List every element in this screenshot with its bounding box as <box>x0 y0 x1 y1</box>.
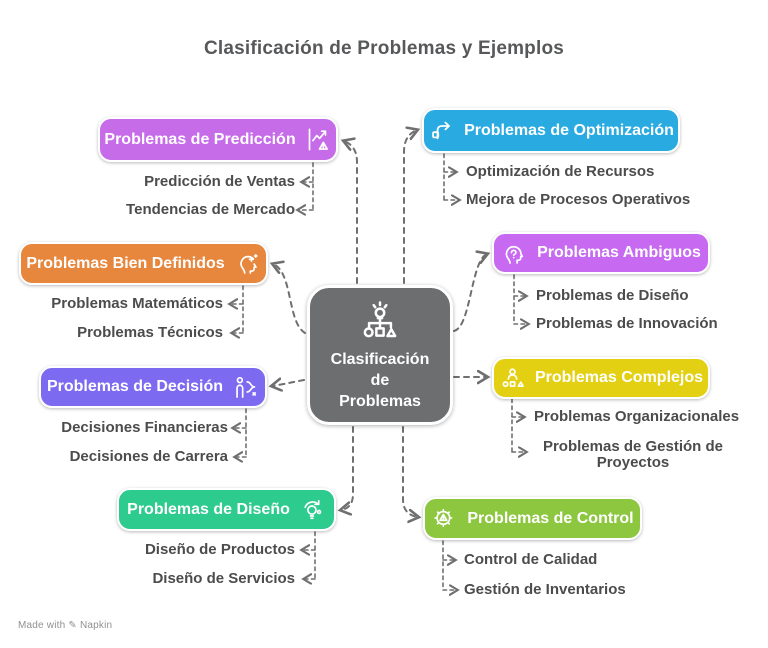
bulb-cycle-icon <box>299 496 326 523</box>
child-label: Mejora de Procesos Operativos <box>466 191 691 208</box>
branch-node-decision: Problemas de Decisión <box>39 366 267 408</box>
branch-node-prediccion: Problemas de Predicción <box>98 117 338 162</box>
branch-label: Problemas Complejos <box>534 369 704 386</box>
person-paths-icon <box>232 374 259 401</box>
branch-connectors <box>272 130 487 517</box>
watermark-text: Made with <box>18 620 66 631</box>
branch-node-optimizacion: Problemas de Optimización <box>422 108 680 153</box>
child-connectors <box>230 153 528 590</box>
branch-node-control: Problemas de Control <box>423 497 642 540</box>
child-label: Problemas de Gestión de Proyectos <box>542 438 724 471</box>
child-label: Problemas Matemáticos <box>51 295 223 312</box>
branch-label: Problemas de Diseño <box>127 500 290 518</box>
mind-sparks-icon <box>234 250 261 277</box>
child-label: Diseño de Servicios <box>152 570 295 587</box>
diagram-title: Clasificación de Problemas y Ejemplos <box>203 38 565 59</box>
watermark-brand: Napkin <box>79 620 113 631</box>
branch-label: Problemas de Predicción <box>104 130 296 148</box>
process-arrows-icon <box>428 117 455 144</box>
child-label: Problemas Técnicos <box>77 324 223 341</box>
child-label: Predicción de Ventas <box>144 173 295 190</box>
branch-label: Problemas de Decisión <box>46 378 224 395</box>
child-label: Optimización de Recursos <box>466 163 655 180</box>
branch-node-diseno: Problemas de Diseño <box>117 488 336 531</box>
branch-label: Problemas de Optimización <box>464 121 674 139</box>
person-shapes-icon <box>499 365 526 392</box>
child-label: Diseño de Productos <box>144 541 295 558</box>
child-label: Tendencias de Mercado <box>126 201 295 218</box>
center-line-3: Problemas <box>339 392 421 410</box>
branch-node-ambiguos: Problemas Ambiguos <box>492 232 710 274</box>
child-label: Problemas de Diseño <box>536 287 689 304</box>
confused-head-icon <box>501 240 528 267</box>
child-label: Decisiones Financieras <box>61 419 228 436</box>
watermark: Made with ✎ Napkin <box>18 620 112 631</box>
branch-node-bien-definidos: Problemas Bien Definidos <box>19 242 268 285</box>
gear-warning-icon <box>431 505 458 532</box>
center-line-2: de <box>370 371 390 389</box>
pencil-icon: ✎ <box>68 620 77 631</box>
bulb-hierarchy-icon <box>357 299 403 345</box>
child-label: Control de Calidad <box>464 551 598 568</box>
branch-label: Problemas Ambiguos <box>537 244 701 261</box>
child-label: Decisiones de Carrera <box>69 448 228 465</box>
trend-warning-icon <box>305 126 332 153</box>
branch-node-complejos: Problemas Complejos <box>492 357 710 399</box>
branch-label: Problemas Bien Definidos <box>26 254 225 272</box>
child-label: Problemas de Innovación <box>536 315 718 332</box>
center-node-label: Clasificación de Problemas <box>331 349 430 412</box>
center-line-1: Clasificación <box>330 350 430 368</box>
child-label: Problemas Organizacionales <box>534 408 740 425</box>
branch-label: Problemas de Control <box>467 509 634 527</box>
center-node: Clasificación de Problemas <box>307 285 453 425</box>
child-label: Gestión de Inventarios <box>464 581 626 598</box>
